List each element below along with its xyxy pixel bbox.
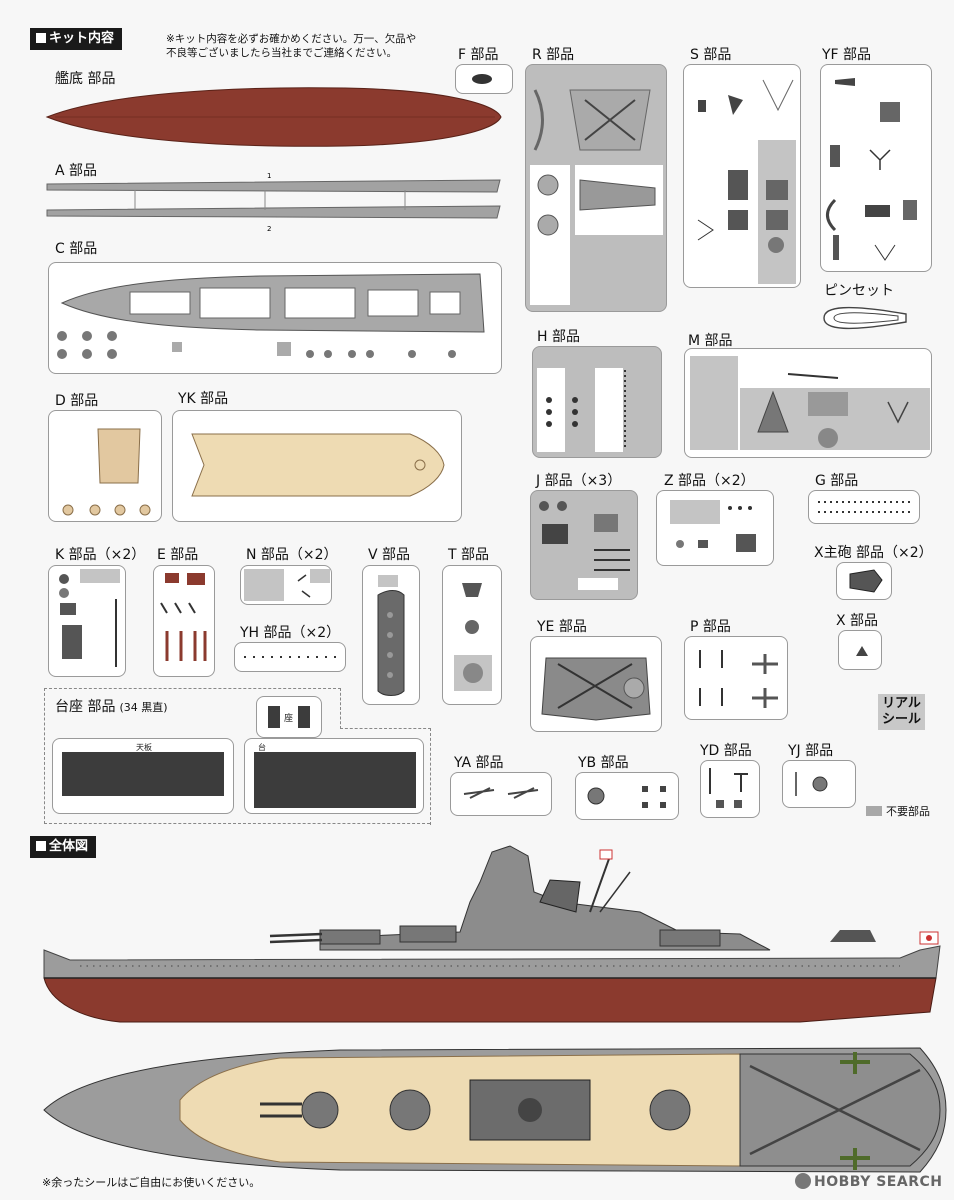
label-hull: 艦底 部品 xyxy=(55,71,116,87)
G-parts xyxy=(818,501,910,513)
label-YB: YB 部品 xyxy=(578,755,629,771)
real-seal-badge: リアル シール xyxy=(878,694,926,730)
D-small-parts xyxy=(62,504,151,516)
label-X: X 部品 xyxy=(836,613,879,629)
C-deck-part xyxy=(60,273,485,333)
tweezers-part xyxy=(823,306,907,330)
stand-dashed-area-right xyxy=(340,728,431,825)
label-V: V 部品 xyxy=(368,547,411,563)
YD-parts xyxy=(709,768,748,808)
kit-note: ※キット内容を必ずお確かめください。万一、欠品や 不良等ございましたら当社までご… xyxy=(166,33,417,59)
K-parts xyxy=(59,569,120,667)
label-YK: YK 部品 xyxy=(178,391,229,407)
label-D: D 部品 xyxy=(55,393,99,409)
G-sprue-frame xyxy=(808,490,920,524)
YA-parts xyxy=(463,787,539,799)
label-H: H 部品 xyxy=(537,329,580,345)
label-YJ: YJ 部品 xyxy=(788,743,834,759)
H-parts xyxy=(537,368,626,452)
stand-dashed-area xyxy=(44,688,341,729)
YH-parts xyxy=(244,656,336,658)
YE-part xyxy=(541,657,651,721)
A-sprue: 12 xyxy=(46,172,501,233)
stand-base-label: 台 xyxy=(258,743,266,752)
stand-seat-frame xyxy=(256,696,322,738)
stand-dashed-area-left xyxy=(44,688,46,824)
square-icon xyxy=(36,841,46,851)
ship-top-view xyxy=(43,1047,947,1173)
T-parts xyxy=(454,583,492,691)
watermark: HOBBY SEARCH xyxy=(795,1173,942,1190)
C-small-parts xyxy=(57,331,456,359)
label-J: J 部品（×3） xyxy=(536,473,622,489)
label-tweezers: ピンセット xyxy=(824,283,894,299)
P-parts xyxy=(699,650,778,708)
J-parts xyxy=(539,501,630,590)
stand-base-part xyxy=(254,752,416,808)
label-Xgun: X主砲 部品（×2） xyxy=(814,545,933,561)
footer-note: ※余ったシールはご自由にお使いください。 xyxy=(42,1176,261,1189)
unneeded-swatch xyxy=(866,806,882,816)
hull-bottom-part xyxy=(45,87,502,147)
YF-parts xyxy=(826,78,917,261)
D-part xyxy=(97,428,141,484)
stand-seat-label: 座 xyxy=(284,714,294,724)
label-YE: YE 部品 xyxy=(537,619,587,635)
E-parts xyxy=(160,573,207,661)
YK-deck-part xyxy=(191,433,445,497)
hobbysearch-logo-icon xyxy=(795,1173,811,1189)
S-parts xyxy=(697,79,796,284)
X-part xyxy=(856,646,868,656)
label-M: M 部品 xyxy=(688,333,733,349)
label-G: G 部品 xyxy=(815,473,859,489)
stand-seat-part xyxy=(268,706,310,728)
label-YA: YA 部品 xyxy=(454,755,504,771)
YJ-parts xyxy=(795,772,828,796)
label-stand: 台座 部品(34 黒直) xyxy=(55,699,168,715)
label-N: N 部品（×2） xyxy=(246,547,338,563)
label-YD: YD 部品 xyxy=(700,743,752,759)
label-C: C 部品 xyxy=(55,241,98,257)
R-parts xyxy=(530,89,663,305)
YH-sprue-frame xyxy=(234,642,346,672)
Z-parts xyxy=(670,500,756,552)
N-parts xyxy=(244,569,330,601)
label-K: K 部品（×2） xyxy=(55,547,146,563)
label-Z: Z 部品（×2） xyxy=(664,473,755,489)
overview-header: 全体図 xyxy=(30,836,97,858)
label-R: R 部品 xyxy=(532,47,575,63)
label-A: A 部品 xyxy=(55,163,98,179)
V-part xyxy=(377,575,405,696)
label-E: E 部品 xyxy=(157,547,199,563)
square-icon xyxy=(36,33,46,43)
svg-text:1: 1 xyxy=(267,172,271,180)
F-part xyxy=(472,74,492,84)
label-YH: YH 部品（×2） xyxy=(240,625,341,641)
P-sprue-frame xyxy=(684,636,788,720)
stand-top-label: 天板 xyxy=(136,743,152,752)
stand-dashed-area-bottom xyxy=(44,823,430,825)
M-parts xyxy=(690,356,930,450)
label-YF: YF 部品 xyxy=(822,47,872,63)
ship-side-view xyxy=(43,845,941,1023)
K-sprue-frame xyxy=(48,565,126,677)
label-F: F 部品 xyxy=(458,47,499,63)
unneeded-parts-legend: 不要部品 xyxy=(866,803,930,819)
label-T: T 部品 xyxy=(448,547,490,563)
kit-contents-header: キット内容 xyxy=(30,28,123,50)
Xgun-part xyxy=(849,569,883,593)
label-S: S 部品 xyxy=(690,47,732,63)
label-P: P 部品 xyxy=(690,619,731,635)
YB-parts xyxy=(587,786,666,808)
stand-top-part xyxy=(62,752,224,796)
svg-text:2: 2 xyxy=(267,225,271,233)
